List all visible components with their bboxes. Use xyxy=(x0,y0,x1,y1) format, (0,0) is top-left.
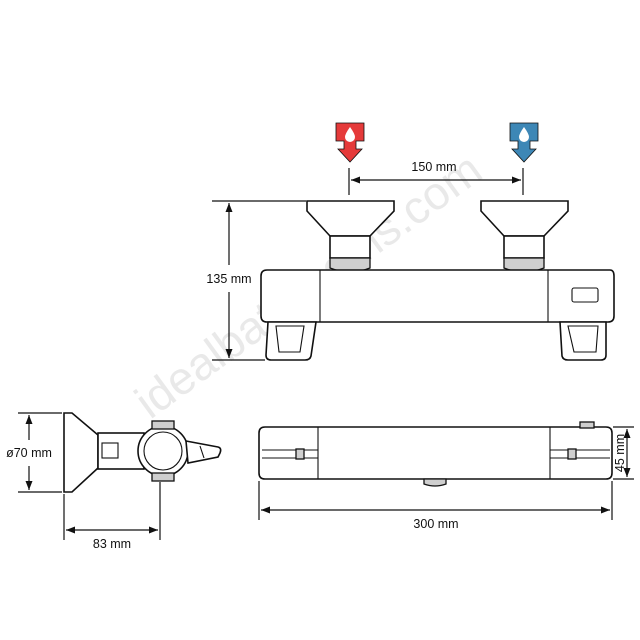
height-label: 135 mm xyxy=(206,272,251,286)
side-view xyxy=(63,412,222,493)
diameter-dimension: ø70 mm xyxy=(6,412,62,493)
diameter-label: ø70 mm xyxy=(6,446,52,460)
top-view xyxy=(258,421,613,487)
hot-water-drop-icon xyxy=(335,122,365,163)
body-height-label: 45 mm xyxy=(613,434,627,472)
cold-water-drop-icon xyxy=(509,122,539,163)
inlet-spacing-dimension: 150 mm xyxy=(348,160,524,195)
length-label: 300 mm xyxy=(413,517,458,531)
front-view xyxy=(260,200,615,361)
body-height-dimension: 45 mm xyxy=(613,426,634,480)
length-dimension: 300 mm xyxy=(258,481,613,531)
depth-dimension: 83 mm xyxy=(63,482,161,551)
inlet-spacing-label: 150 mm xyxy=(411,160,456,174)
depth-label: 83 mm xyxy=(93,537,131,551)
height-dimension: 135 mm xyxy=(206,200,306,361)
